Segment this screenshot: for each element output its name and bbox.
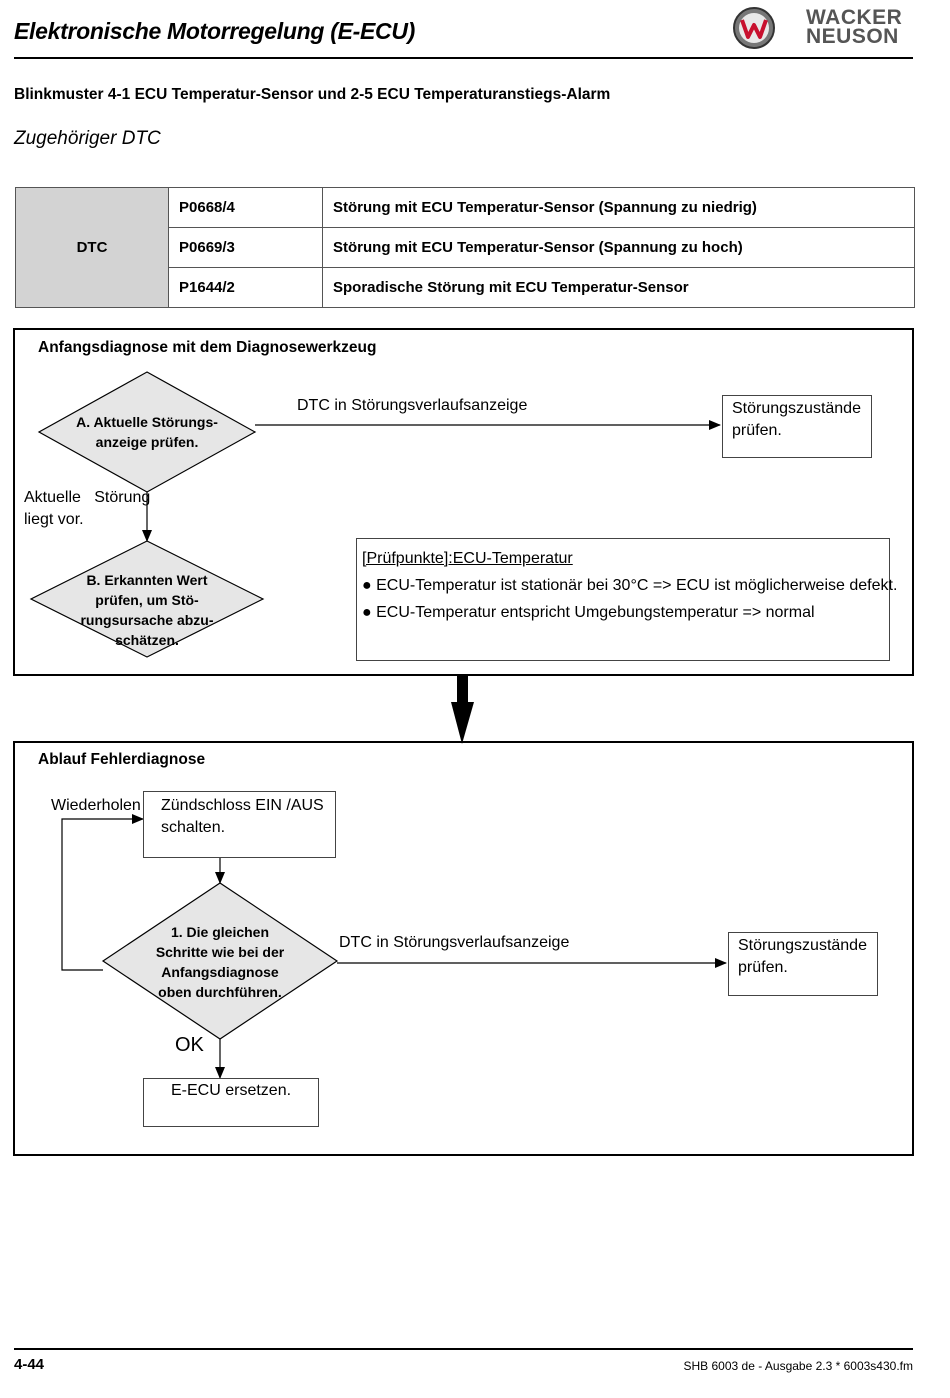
repeat-loop-line bbox=[61, 814, 144, 971]
dtc-code-cell: P0669/3 bbox=[168, 227, 323, 268]
decision-1-label: 1. Die gleichen Schritte wie bei der Anf… bbox=[135, 922, 305, 1002]
checkpoints-box: [Prüfpunkte]:ECU-Temperatur ● ECU-Temper… bbox=[356, 538, 897, 661]
bullet-icon: ● bbox=[362, 577, 377, 594]
bullet-icon: ● bbox=[362, 604, 377, 621]
table-row: P0669/3 Störung mit ECU Temperatur-Senso… bbox=[16, 227, 915, 268]
dtc-label-cell: DTC bbox=[15, 187, 169, 308]
section-title: Zugehöriger DTC bbox=[14, 128, 161, 149]
result-box-check-conditions: Störungszustände prüfen. bbox=[722, 395, 872, 458]
big-down-arrow bbox=[451, 674, 474, 744]
subheading: Blinkmuster 4-1 ECU Temperatur-Sensor un… bbox=[14, 86, 611, 103]
fault-procedure-title: Ablauf Fehlerdiagnose bbox=[38, 751, 206, 768]
result-box-line: prüfen. bbox=[738, 959, 788, 976]
document-reference: SHB 6003 de - Ausgabe 2.3 * 6003s430.fm bbox=[683, 1359, 914, 1373]
dtc-table: DTC P0668/4 Störung mit ECU Temperatur-S… bbox=[15, 187, 915, 308]
decision-1-line: oben durchführen. bbox=[158, 984, 282, 1000]
brand-line-1: WACKER bbox=[806, 6, 903, 29]
brand-line-2: NEUSON bbox=[806, 25, 899, 48]
decision-b-line: schätzen. bbox=[115, 632, 179, 648]
dtc-code-cell: P1644/2 bbox=[168, 267, 323, 308]
fault-procedure-panel bbox=[13, 741, 914, 1156]
decision-a-label: A. Aktuelle Störungs- anzeige prüfen. bbox=[59, 412, 235, 452]
result-box-line: prüfen. bbox=[732, 422, 782, 439]
decision-a-line: anzeige prüfen. bbox=[95, 434, 199, 450]
page-number: 4-44 bbox=[14, 1356, 45, 1373]
result-box-check-conditions-2: Störungszustände prüfen. bbox=[728, 932, 878, 996]
current-fault-line: Aktuelle Störung bbox=[24, 489, 151, 506]
checkpoint-text: ECU-Temperatur entspricht Umgebungstempe… bbox=[376, 604, 815, 621]
arrow-label-dtc-history-2: DTC in Störungsverlaufsanzeige bbox=[339, 934, 570, 951]
decision-b-line: B. Erkannten Wert bbox=[86, 572, 208, 588]
decision-a-line: A. Aktuelle Störungs- bbox=[76, 414, 218, 430]
decision-1-line: 1. Die gleichen bbox=[170, 924, 270, 940]
current-fault-line: liegt vor. bbox=[24, 511, 84, 528]
footer-rule bbox=[14, 1348, 913, 1350]
result-box-line: Störungszustände bbox=[732, 400, 861, 417]
ignition-box: Zündschloss EIN /AUS schalten. bbox=[143, 791, 336, 858]
current-fault-label: Aktuelle Störung liegt vor. bbox=[24, 487, 150, 531]
dtc-description-cell: Sporadische Störung mit ECU Temperatur-S… bbox=[322, 267, 915, 308]
brand-logo-text: WACKER NEUSON bbox=[806, 6, 903, 48]
dtc-code-cell: P0668/4 bbox=[168, 187, 323, 228]
arrow-label-dtc-history: DTC in Störungsverlaufsanzeige bbox=[297, 397, 528, 414]
checkpoint-item: ● ECU-Temperatur ist stationär bei 30°C … bbox=[362, 572, 897, 599]
ignition-box-line: schalten. bbox=[161, 819, 226, 836]
decision-b-diamond bbox=[29, 540, 265, 658]
decision-1-line: Schritte wie bei der bbox=[155, 944, 285, 960]
decision-b-line: rungsursache abzu- bbox=[80, 612, 214, 628]
result-box-line: Störungszustände bbox=[738, 937, 867, 954]
decision-b-line: prüfen, um Stö- bbox=[95, 592, 199, 608]
table-row: P1644/2 Sporadische Störung mit ECU Temp… bbox=[16, 267, 915, 308]
dtc-description-cell: Störung mit ECU Temperatur-Sensor (Spann… bbox=[322, 227, 915, 268]
decision-1-line: Anfangsdiagnose bbox=[161, 964, 279, 980]
ok-label: OK bbox=[175, 1034, 204, 1056]
decision-b-label: B. Erkannten Wert prüfen, um Stö- rungsu… bbox=[62, 570, 232, 650]
page-title: Elektronische Motorregelung (E-ECU) bbox=[14, 18, 415, 44]
header-rule bbox=[14, 57, 913, 59]
checkpoint-item: ● ECU-Temperatur entspricht Umgebungstem… bbox=[362, 599, 884, 626]
checkpoint-text: ECU-Temperatur ist stationär bei 30°C =>… bbox=[376, 577, 898, 594]
repeat-label: Wiederholen bbox=[51, 797, 141, 814]
wacker-neuson-w-logo-icon bbox=[732, 6, 776, 50]
table-row: DTC P0668/4 Störung mit ECU Temperatur-S… bbox=[15, 187, 915, 308]
checkpoints-heading: [Prüfpunkte]:ECU-Temperatur bbox=[362, 550, 573, 567]
replace-ecu-box: E-ECU ersetzen. bbox=[143, 1078, 319, 1127]
dtc-description-cell: Störung mit ECU Temperatur-Sensor (Spann… bbox=[322, 187, 915, 228]
ignition-box-line: Zündschloss EIN /AUS bbox=[161, 797, 324, 814]
initial-diagnosis-title: Anfangsdiagnose mit dem Diagnosewerkzeug bbox=[38, 339, 377, 356]
